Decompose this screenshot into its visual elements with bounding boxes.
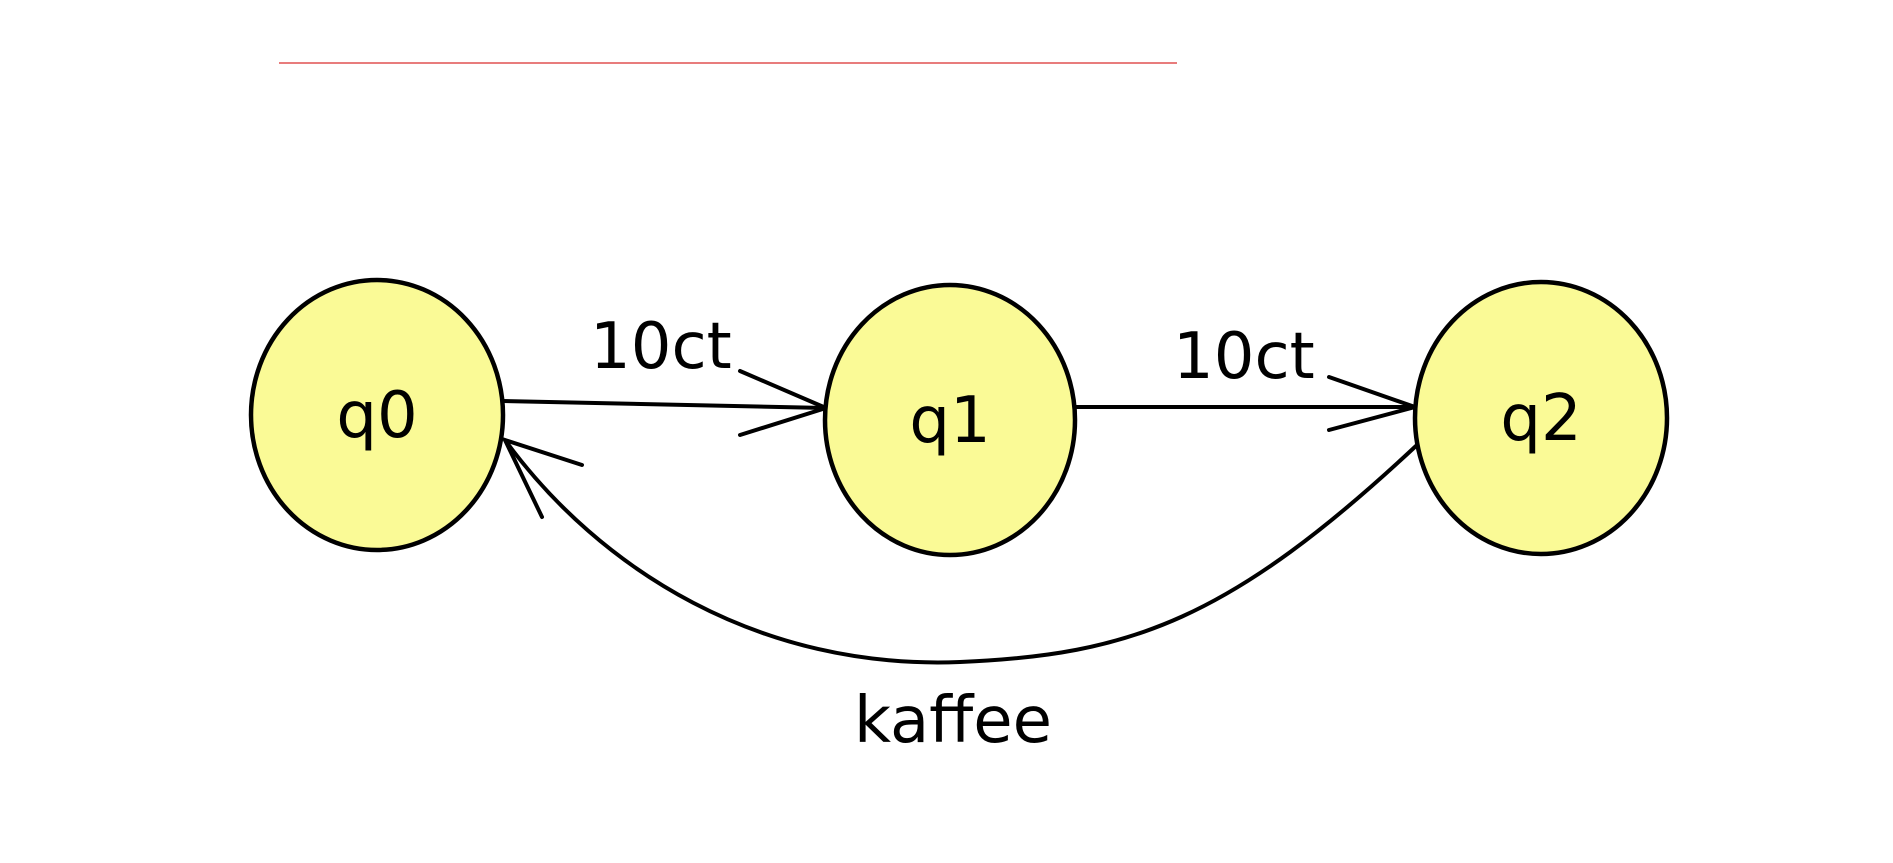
arrow-head-q1-q2: [1327, 375, 1422, 432]
edge-line-q0-q1: [502, 399, 827, 410]
state-circle-q0: [248, 277, 506, 553]
state-circle-q2: [1412, 279, 1670, 557]
arrow-head-q2-q0: [501, 436, 584, 519]
edge-line-q2-q0: [503, 438, 1419, 665]
state-label-q1: q1: [909, 384, 990, 458]
state-label-q2: q2: [1500, 382, 1581, 456]
state-circle-q1: [822, 282, 1078, 558]
edge-label-q2-q0: kaffee: [854, 684, 1052, 758]
transition-q0-q1: 10ct: [502, 310, 832, 437]
state-label-q0: q0: [336, 379, 417, 453]
edge-label-q1-q2: 10ct: [1173, 320, 1315, 394]
transition-q1-q2: 10ct: [1075, 320, 1422, 432]
state-q1: q1: [822, 282, 1078, 558]
state-q0: q0: [248, 277, 506, 553]
transition-q2-q0: kaffee: [501, 436, 1419, 758]
edge-label-q0-q1: 10ct: [590, 310, 732, 384]
state-q2: q2: [1412, 279, 1670, 557]
arrow-head-q0-q1: [738, 369, 832, 437]
